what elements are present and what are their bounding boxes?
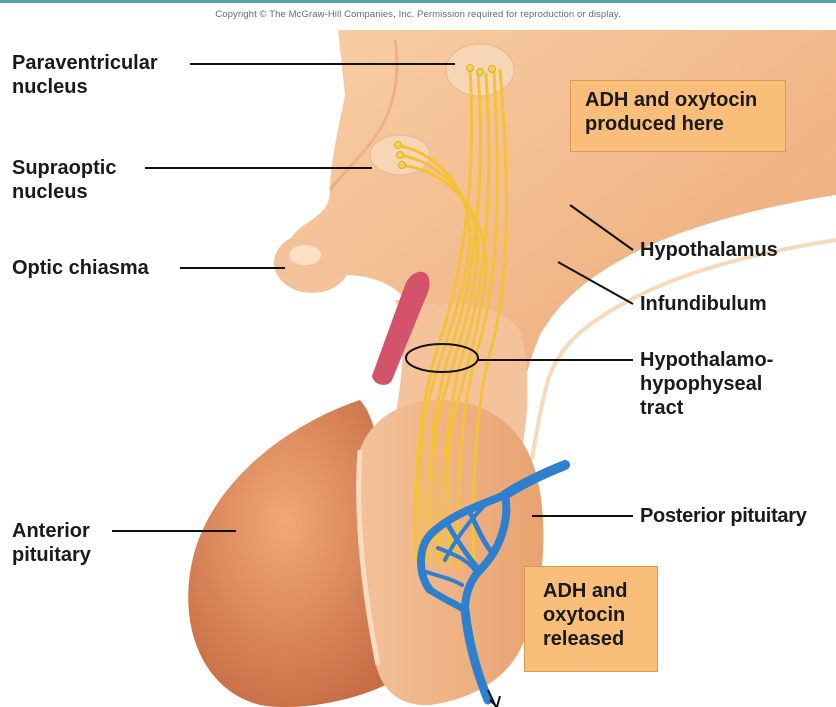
released-callout: ADH and oxytocin released	[524, 566, 658, 672]
optic-chiasma-highlight	[289, 245, 321, 265]
optic-chiasma-label: Optic chiasma	[12, 256, 149, 280]
posterior-pituitary-label: Posterior pituitary	[640, 504, 807, 528]
supraoptic-nucleus-label: Supraoptic nucleus	[12, 156, 116, 204]
hypothalamus-label: Hypothalamus	[640, 238, 778, 262]
hypothalamo-hypophyseal-tract-label: Hypothalamo- hypophyseal tract	[640, 348, 773, 420]
anterior-pituitary-label: Anterior pituitary	[12, 519, 91, 567]
infundibulum-label: Infundibulum	[640, 292, 767, 316]
produced-here-callout: ADH and oxytocin produced here	[570, 80, 786, 152]
paraventricular-nucleus-label: Paraventricular nucleus	[12, 51, 158, 99]
